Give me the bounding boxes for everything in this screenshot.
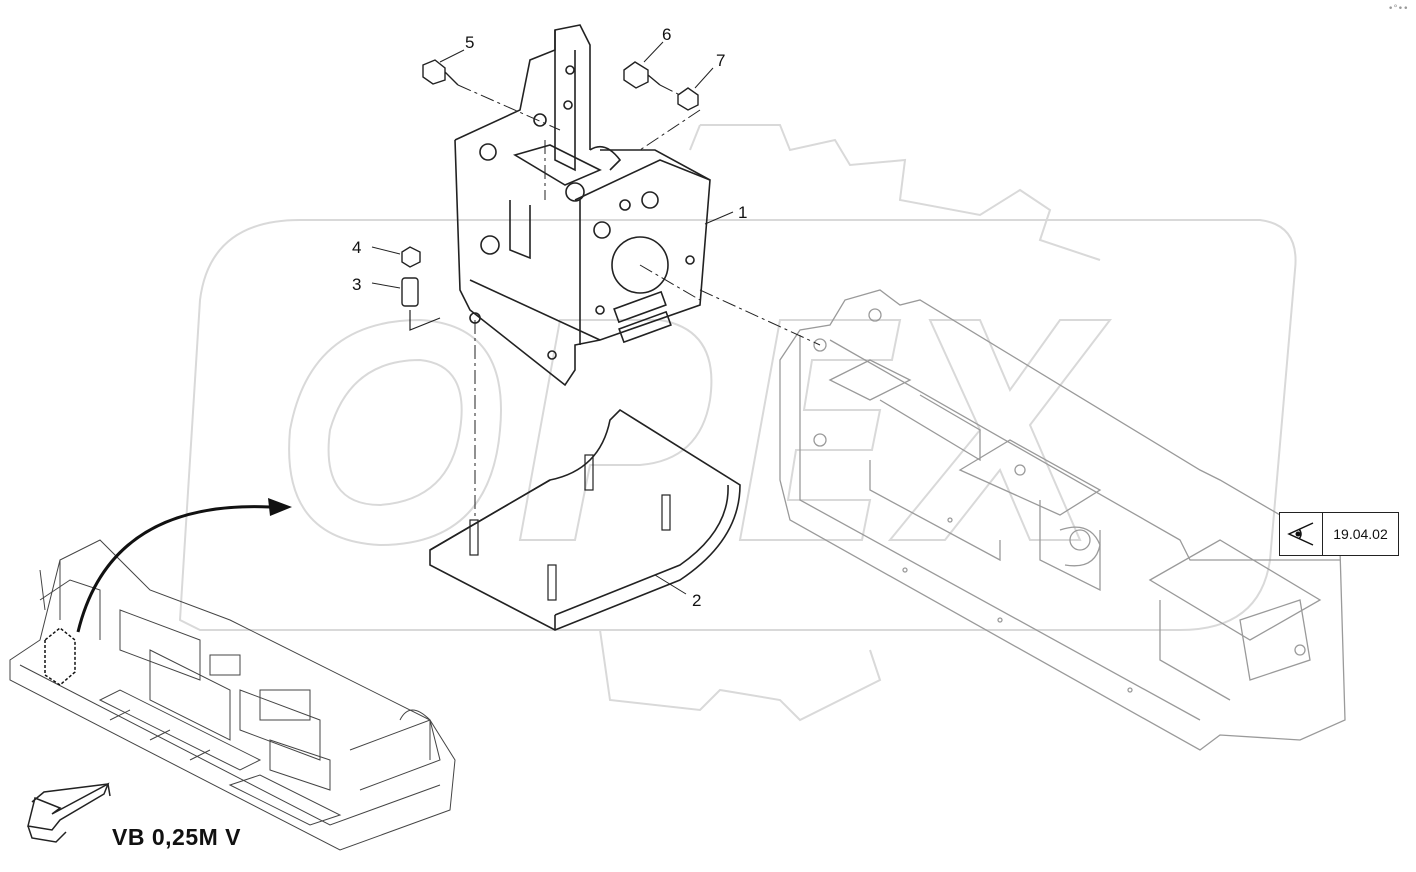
callout-2: 2 [692, 591, 701, 610]
reference-box[interactable]: 19.04.02 [1279, 512, 1399, 556]
model-label: VB 0,25M V [112, 824, 241, 850]
assembly-lines [457, 84, 821, 520]
chassis-frame [779, 289, 1346, 751]
view-direction-arrow [27, 782, 111, 843]
nut-part-7 [677, 87, 699, 111]
callout-numbers: 1 2 3 4 5 6 7 [352, 25, 747, 610]
pointer-arrow [76, 498, 292, 633]
corner-mark-icon: •°•• [1388, 4, 1409, 14]
callout-4: 4 [352, 238, 361, 257]
callout-5: 5 [465, 33, 474, 52]
machine-overview [9, 539, 456, 851]
eye-view-icon [1280, 513, 1323, 555]
small-hardware [401, 59, 699, 307]
sleeve-part-3 [401, 277, 419, 307]
leader-lines [371, 41, 734, 595]
bolt-part-5 [422, 59, 459, 86]
sleeve-leader [409, 310, 441, 331]
callout-1: 1 [738, 203, 747, 222]
watermark-logo [178, 124, 1297, 722]
callout-3: 3 [352, 275, 361, 294]
bracket-part-1 [454, 24, 711, 387]
callout-7: 7 [716, 51, 725, 70]
nut-part-4 [401, 246, 421, 268]
reference-code: 19.04.02 [1333, 526, 1388, 542]
base-plate-part-2 [429, 408, 741, 631]
location-highlight [44, 627, 76, 686]
bolt-part-6 [623, 61, 661, 89]
callout-6: 6 [662, 25, 671, 44]
